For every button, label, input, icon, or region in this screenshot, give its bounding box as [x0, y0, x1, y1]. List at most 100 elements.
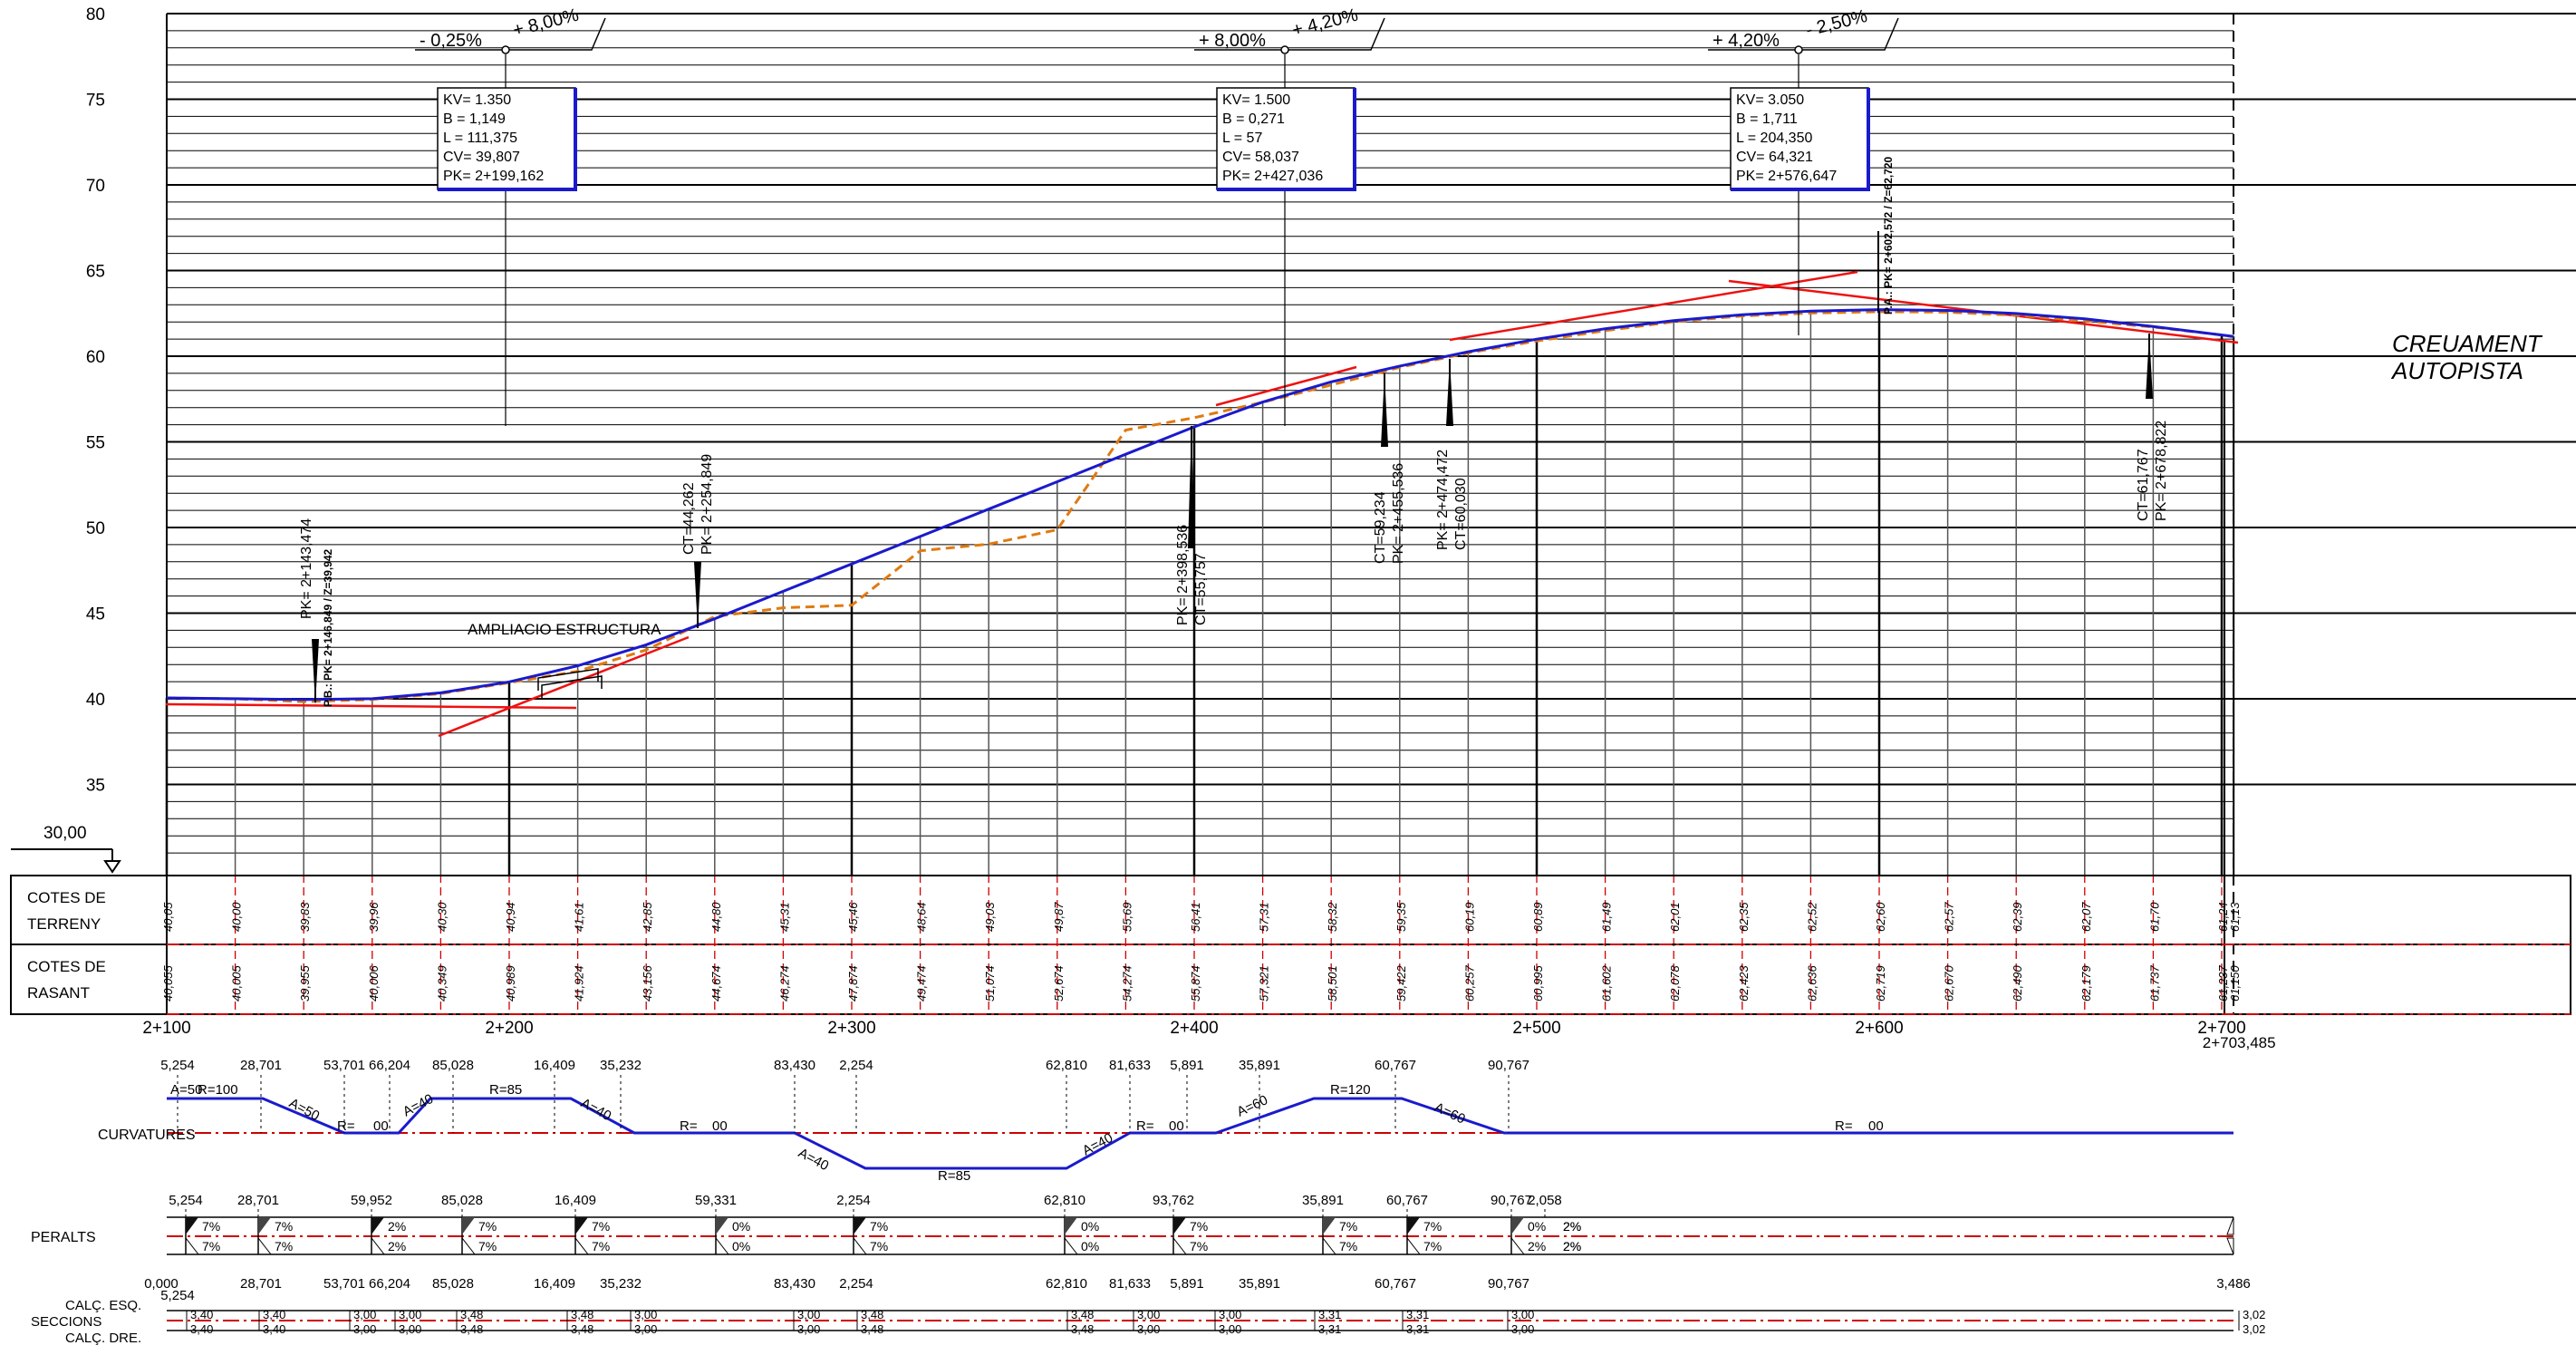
elevation-tick-label: 80 [86, 5, 105, 24]
ct4-station-label: PK= 2+474,472 [1435, 450, 1451, 550]
terreny-value: 62,39 [2011, 902, 2024, 932]
curve-param: KV= 1.500 [1222, 92, 1290, 108]
terreny-value: 62,07 [2079, 902, 2093, 932]
rasant-row-label-1: COTES DE [27, 958, 106, 975]
curv-segment-label: 00 [1169, 1118, 1184, 1134]
rasant-value: 62,636 [1805, 964, 1819, 1002]
terreny-value: 45,46 [846, 902, 860, 932]
grade-in-label: + 8,00% [1199, 31, 1266, 51]
rasant-value: 62,423 [1737, 964, 1751, 1002]
seccions-station-label: 35,891 [1239, 1276, 1280, 1292]
peralt-value: 7% [592, 1239, 610, 1253]
seccions-value-left: 3,00 [1137, 1308, 1160, 1321]
seccions-station-label: 81,633 [1109, 1276, 1151, 1292]
station-label: 2+700 [2197, 1019, 2245, 1038]
curv-station-label: 62,810 [1046, 1058, 1087, 1073]
terreny-value: 59,35 [1394, 902, 1408, 932]
peralt-value: 7% [1339, 1219, 1357, 1234]
seccions-value-right: 3,40 [263, 1322, 285, 1336]
seccions-station-label: 16,409 [534, 1276, 575, 1292]
seccions-value-left: 3,31 [1318, 1308, 1341, 1321]
peralt-value: 7% [1339, 1239, 1357, 1253]
curve-param: CV= 64,321 [1736, 150, 1813, 165]
station-label: 2+200 [485, 1019, 533, 1038]
seccions-station-label: 66,204 [369, 1276, 410, 1292]
rasant-value: 58,501 [1326, 965, 1339, 1002]
curve-param: KV= 1.350 [443, 92, 511, 108]
grade-out-label: + 8,00% [511, 5, 581, 41]
seccions-station-label: 3,486 [2216, 1276, 2251, 1292]
rasant-value: 62,490 [2011, 964, 2024, 1002]
terreny-value: 57,31 [1258, 902, 1271, 932]
curve-box [1730, 87, 1869, 190]
curve-box-shadow [438, 88, 577, 191]
terreny-value: 42,85 [641, 902, 654, 932]
curv-station-label: 81,633 [1109, 1058, 1151, 1073]
seccions-value-right: 3,40 [190, 1322, 213, 1336]
peralt-station-label: 60,767 [1386, 1193, 1428, 1208]
curv-station-label: 66,204 [369, 1058, 410, 1073]
peralt-value: 7% [275, 1219, 293, 1234]
peralt-value: 0% [1081, 1239, 1099, 1253]
station-label: 2+300 [827, 1019, 875, 1038]
peralt-wedge [1322, 1236, 1337, 1255]
peralt-value: 7% [592, 1219, 610, 1234]
peralt-value: 7% [870, 1219, 888, 1234]
station-label: 2+400 [1170, 1019, 1218, 1038]
terreny-value: 48,64 [915, 902, 929, 932]
curv-station-label: 85,028 [432, 1058, 474, 1073]
ct3-station-label: PK= 2+455,536 [1391, 463, 1406, 564]
seccions-value-left: 3,40 [190, 1308, 213, 1321]
grade-leader [415, 17, 606, 51]
peralt-station-label: 62,810 [1044, 1193, 1085, 1208]
curv-station-label: 5,891 [1170, 1058, 1204, 1073]
curv-segment-label: R= [680, 1118, 698, 1134]
peralt-station-label: 85,028 [441, 1193, 483, 1208]
station-annotations: PK= 2+143,474 P.B.: PK= 2+146,849 / Z=39… [299, 156, 2169, 707]
curv-segment-label: R=85 [489, 1082, 522, 1098]
seccions-value-left: 3,48 [1071, 1308, 1094, 1321]
terreny-value: 61,70 [2147, 902, 2161, 932]
rasant-value: 61,737 [2147, 964, 2161, 1002]
creuament-label: CREUAMENT [2392, 330, 2543, 357]
curv-station-label: 53,701 [323, 1058, 365, 1073]
seccions-value-right: 3,00 [399, 1322, 421, 1336]
rasant-value: 40,005 [230, 964, 244, 1002]
curv-segment-label: R= [1835, 1118, 1853, 1134]
peralt-value: 0% [732, 1219, 750, 1234]
curvatures-row-label: CURVATURES [98, 1128, 196, 1143]
seccions-row-label: SECCIONS [31, 1314, 101, 1330]
grade-in-label: - 0,25% [420, 31, 482, 51]
ct4-elevation-label: CT=60,030 [1453, 478, 1469, 550]
curv-station-label: 35,232 [600, 1058, 642, 1073]
terreny-value: 62,60 [1874, 902, 1887, 932]
rasant-value: 59,422 [1394, 964, 1408, 1002]
terreny-value: 60,89 [1531, 902, 1545, 932]
rasant-line [166, 308, 2234, 702]
curvatures-diagram: CURVATURES [98, 1097, 2233, 1170]
terreny-row-label-1: COTES DE [27, 889, 106, 906]
curv-station-label: 60,767 [1375, 1058, 1416, 1073]
peralt-wedge [575, 1217, 588, 1234]
curv-station-label: 2,254 [839, 1058, 873, 1073]
terreny-value: 55,69 [1120, 902, 1134, 932]
curve-box-shadow [1731, 88, 1870, 191]
rasant-value: 57,321 [1258, 965, 1271, 1002]
seccions-value-left: 3,00 [797, 1308, 820, 1321]
peralt-wedge [371, 1217, 384, 1234]
seccions-station-label: 0,000 [144, 1276, 178, 1292]
terreny-value: 62,01 [1668, 902, 1682, 932]
rasant-value: 60,257 [1462, 964, 1476, 1002]
station-label: 2+500 [1512, 1019, 1560, 1038]
rasant-value: 55,874 [1189, 965, 1202, 1002]
peralt-wedge [1172, 1236, 1188, 1255]
seccions-value-right: 3,48 [861, 1322, 883, 1336]
peralt-station-label: 59,331 [695, 1193, 737, 1208]
rasant-value: 51,074 [983, 965, 997, 1002]
curve-param: KV= 3.050 [1736, 92, 1804, 108]
elevation-tick-label: 50 [86, 519, 105, 538]
